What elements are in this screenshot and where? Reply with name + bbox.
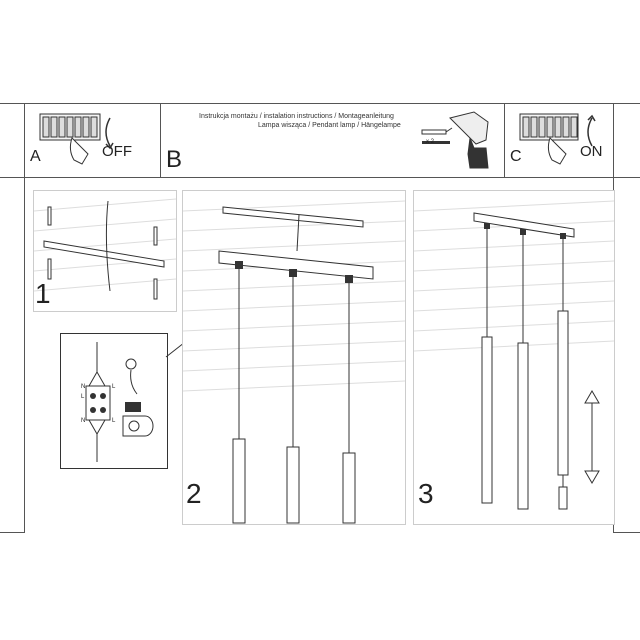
wiring-detail-box: N L L N L [60,333,168,469]
step-a-off-label: OFF [102,143,132,160]
step-a-divider [160,103,161,177]
step-3-panel [413,190,615,525]
left-border [24,103,25,533]
ground-symbol-icon [125,358,137,370]
bottom-rule-right [613,532,640,533]
wire-label-l-mid: L [81,394,85,400]
step-2-number: 2 [186,478,202,509]
step-c-letter: C [510,148,522,165]
step-3-number: 3 [418,478,434,509]
breaker-on-icon [519,113,596,165]
step-c-on-label: ON [580,143,603,160]
terminal-block-diagram [85,342,154,462]
title-line-2: Lampa wisząca / Pendant lamp / Hängelamp… [258,122,401,129]
up-down-arrow-icon [584,390,600,484]
step-1-panel [33,190,177,312]
top-rule [0,103,640,104]
bottom-rule [0,532,24,533]
step-c-box [506,106,612,168]
breaker-off-icon [39,113,114,165]
step-a-box [28,106,158,168]
wire-label-n-bot: N [81,418,86,424]
pendant-install-illustration [183,200,405,524]
drill-quantity: x 2 [426,139,435,145]
step-a-letter: A [30,148,41,165]
wire-label-l-bot: L [112,418,116,424]
mounting-bracket-illustration [34,198,176,300]
wire-label-l-top: L [112,384,116,390]
step-1-number: 1 [35,278,51,309]
wire-label-n-top: N [81,384,86,390]
drill-icon [420,108,502,170]
step-c-divider [504,103,505,177]
height-adjust-illustration [414,200,614,510]
header-rule [0,177,640,178]
step-b-letter: B [166,146,183,173]
title-line-1: Instrukcja montażu / instalation instruc… [199,113,394,120]
step-2-panel [182,190,406,525]
